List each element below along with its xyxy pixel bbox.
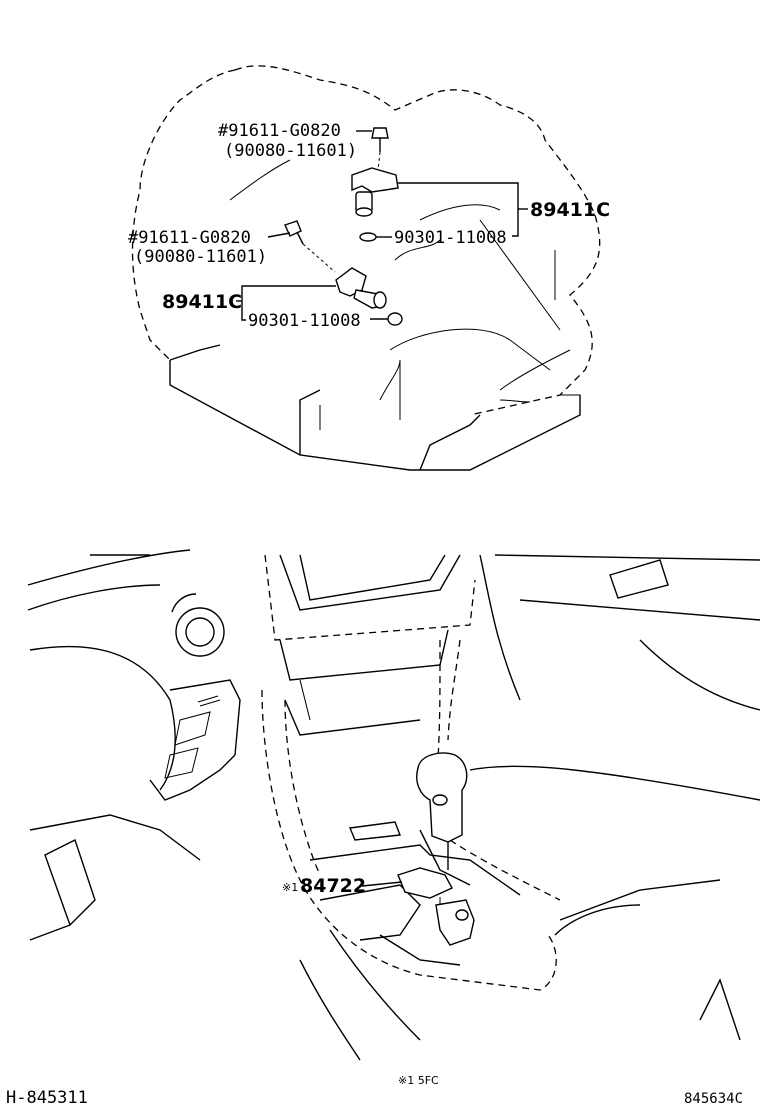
lower-washer-part-number: 90301-11008 [248,311,361,331]
lower-bolt-part-number: #91611-G0820 [128,228,251,248]
shift-lock-switch [397,867,475,946]
lower-o-ring [387,312,403,326]
upper-speed-sensor [351,167,399,217]
upper-bolt [371,127,389,171]
lower-speed-sensor [335,267,387,309]
console-leader [361,881,403,887]
leader-lines-top [236,130,528,321]
footer-left-code: H-845311 [6,1088,88,1108]
shift-lock-part-number: 84722 [300,875,366,897]
console-dashboard [27,549,760,1061]
lower-bolt-alt-number: (90080-11601) [134,247,267,267]
console-callout-marker: ※1 [282,881,298,894]
upper-washer-part-number: 90301-11008 [394,228,507,248]
upper-bolt-alt-number: (90080-11601) [224,141,357,161]
upper-sensor-part-number: 89411C [530,199,610,221]
footer-right-code: 845634C [684,1091,743,1107]
lower-bolt [284,220,336,273]
transmission-housing [131,65,601,471]
footer-center-note: ※1 5FC [398,1074,439,1087]
upper-o-ring [359,232,377,242]
lower-sensor-part-number: 89411C [162,291,242,313]
upper-bolt-part-number: #91611-G0820 [218,121,341,141]
